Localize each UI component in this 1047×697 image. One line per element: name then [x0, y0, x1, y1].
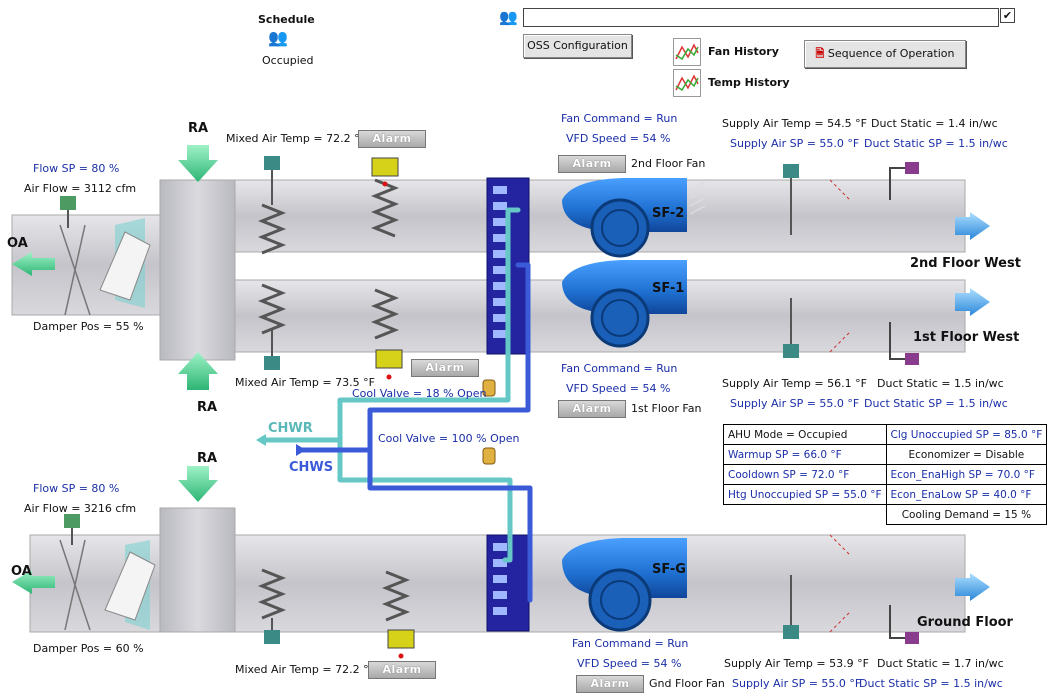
warmup-sp[interactable]: Warmup SP = 66.0 °F: [723, 444, 887, 465]
cool-valve-2[interactable]: Cool Valve = 100 % Open: [378, 432, 520, 445]
econ-enalow-sp[interactable]: Econ_EnaLow SP = 40.0 °F: [885, 484, 1047, 505]
fan-history-icon[interactable]: [673, 38, 701, 66]
sequence-label: Sequence of Operation: [827, 47, 955, 60]
alarm-mixed-air-1[interactable]: Alarm: [358, 130, 426, 148]
temp-history-link[interactable]: Temp History: [708, 76, 790, 89]
mixed-air-temp-2: Mixed Air Temp = 73.5 °F: [235, 376, 375, 389]
cool-valve-1[interactable]: Cool Valve = 18 % Open: [352, 387, 487, 400]
alarm-fang[interactable]: Alarm: [576, 675, 644, 693]
economizer[interactable]: Economizer = Disable: [885, 444, 1047, 465]
chws-label: CHWS: [289, 460, 334, 475]
ground-floor-name: Ground Floor: [917, 615, 1013, 630]
alarm-fan2[interactable]: Alarm: [558, 155, 626, 173]
fang-command[interactable]: Fan Command = Run: [572, 637, 689, 650]
people-icon[interactable]: 👥: [268, 28, 288, 47]
econ-enahigh-sp[interactable]: Econ_EnaHigh SP = 70.0 °F: [885, 464, 1047, 485]
settings-table: AHU Mode = Occupied Clg Unoccupied SP = …: [723, 424, 1047, 525]
ground-duct-static: Duct Static = 1.7 in/wc: [877, 657, 1004, 670]
air-flow-top: Air Flow = 3112 cfm: [24, 182, 137, 195]
schedule-title: Schedule: [258, 13, 315, 26]
ground-supply-air-sp[interactable]: Supply Air SP = 55.0 °F: [732, 677, 862, 690]
fan2-name: SF-2: [652, 206, 685, 221]
oss-configuration-button[interactable]: OSS Configuration: [523, 34, 632, 58]
fan1-command[interactable]: Fan Command = Run: [561, 362, 678, 375]
pdf-icon: 🗎: [815, 47, 825, 60]
fang-name: SF-G: [652, 562, 686, 577]
ra-label-top: RA: [188, 121, 209, 136]
fan1-caption: 1st Floor Fan: [631, 402, 702, 415]
zone2-duct-static-sp[interactable]: Duct Static SP = 1.5 in/wc: [864, 137, 1008, 150]
fang-vfd-speed[interactable]: VFD Speed = 54 %: [577, 657, 682, 670]
oa-label-ground: OA: [11, 564, 32, 579]
zone1-duct-static-sp[interactable]: Duct Static SP = 1.5 in/wc: [864, 397, 1008, 410]
zone2-duct-static: Duct Static = 1.4 in/wc: [871, 117, 998, 130]
schedule-input[interactable]: [523, 8, 999, 27]
clg-unoccupied-sp[interactable]: Clg Unoccupied SP = 85.0 °F: [885, 424, 1047, 445]
zone2-supply-air-temp: Supply Air Temp = 54.5 °F: [722, 117, 867, 130]
cooling-demand: Cooling Demand = 15 %: [885, 504, 1047, 525]
damper-pos-top: Damper Pos = 55 %: [33, 320, 144, 333]
zone1-duct-static: Duct Static = 1.5 in/wc: [877, 377, 1004, 390]
flow-sp-ground[interactable]: Flow SP = 80 %: [33, 482, 120, 495]
checkbox[interactable]: ✔: [1000, 8, 1015, 23]
fang-caption: Gnd Floor Fan: [649, 677, 725, 690]
damper-pos-ground: Damper Pos = 60 %: [33, 642, 144, 655]
zone1-name: 1st Floor West: [913, 330, 1020, 345]
fan2-caption: 2nd Floor Fan: [631, 157, 706, 170]
oa-label-top: OA: [7, 236, 28, 251]
ahu-mode[interactable]: AHU Mode = Occupied: [723, 424, 887, 445]
fan2-vfd-speed[interactable]: VFD Speed = 54 %: [566, 132, 671, 145]
ra-label-bottom: RA: [197, 400, 218, 415]
zone2-supply-air-sp[interactable]: Supply Air SP = 55.0 °F: [730, 137, 860, 150]
chwr-label: CHWR: [268, 421, 313, 436]
zone1-supply-air-temp: Supply Air Temp = 56.1 °F: [722, 377, 867, 390]
temp-history-icon[interactable]: [673, 69, 701, 97]
alarm-fan1[interactable]: Alarm: [558, 400, 626, 418]
ground-duct-static-sp[interactable]: Duct Static SP = 1.5 in/wc: [859, 677, 1003, 690]
alarm-mixed-air-2[interactable]: Alarm: [411, 359, 479, 377]
ground-supply-air-temp: Supply Air Temp = 53.9 °F: [724, 657, 869, 670]
zone2-name: 2nd Floor West: [910, 256, 1021, 271]
mixed-air-temp-1: Mixed Air Temp = 72.2 °F: [226, 132, 366, 145]
fan1-name: SF-1: [652, 281, 685, 296]
fan1-vfd-speed[interactable]: VFD Speed = 54 %: [566, 382, 671, 395]
cooldown-sp[interactable]: Cooldown SP = 72.0 °F: [723, 464, 887, 485]
schedule-status: Occupied: [262, 54, 314, 67]
zone1-supply-air-sp[interactable]: Supply Air SP = 55.0 °F: [730, 397, 860, 410]
sequence-of-operation-button[interactable]: 🗎 Sequence of Operation: [804, 40, 966, 68]
alarm-mixed-air-ground[interactable]: Alarm: [368, 661, 436, 679]
flow-sp-top[interactable]: Flow SP = 80 %: [33, 162, 120, 175]
air-flow-ground: Air Flow = 3216 cfm: [24, 502, 137, 515]
ra-label-ground: RA: [197, 451, 218, 466]
fan2-command[interactable]: Fan Command = Run: [561, 112, 678, 125]
htg-unoccupied-sp[interactable]: Htg Unoccupied SP = 55.0 °F: [723, 484, 887, 505]
mixed-air-temp-ground: Mixed Air Temp = 72.2 °F: [235, 663, 375, 676]
fan-history-link[interactable]: Fan History: [708, 45, 779, 58]
users-icon[interactable]: 👥: [499, 8, 518, 26]
